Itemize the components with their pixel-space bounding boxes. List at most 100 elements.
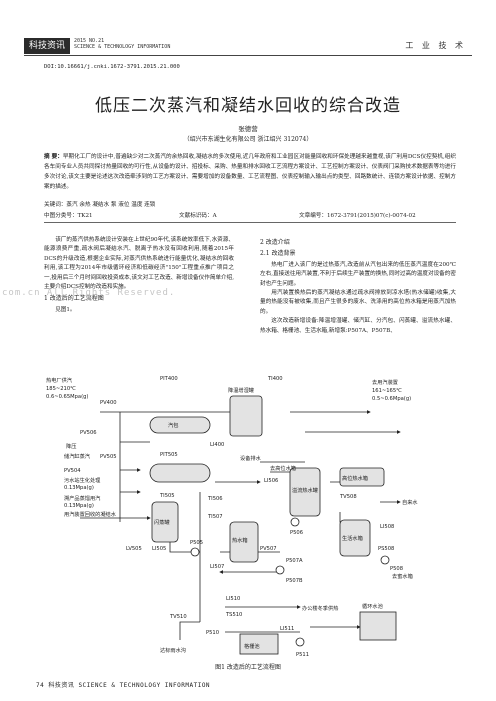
- pump-p505-icon: [190, 547, 200, 557]
- life-tank: [339, 519, 371, 557]
- article-number: 文章编号：1672-3791(2015)07(c)-0074-02: [299, 213, 416, 219]
- label-li400: LI400: [210, 442, 224, 448]
- label-circ: 循环水池: [362, 602, 383, 610]
- label-hot-water-tank: 热水箱: [232, 536, 248, 544]
- keywords-label: 关键词：: [44, 202, 67, 208]
- label-crud-p: 0.13Mpa(g): [64, 503, 94, 509]
- label-gas-cyl: 储汽缸蒸汽: [64, 452, 91, 460]
- section-title: 工 业 技 术: [405, 41, 466, 50]
- paper-title: 低压二次蒸汽和凝结水回收的综合改造: [95, 96, 401, 116]
- label-lv505: LV505: [126, 546, 142, 552]
- left-paragraph-2: 见图1。: [55, 306, 76, 313]
- issue-info: 2015 NO.21 SCIENCE & TECHNOLOGY INFORMAT…: [74, 38, 170, 50]
- gas-cylinder: [149, 463, 211, 483]
- label-p505: P505: [190, 540, 203, 546]
- label-pv504: PV504: [64, 468, 81, 474]
- abstract-divider: [44, 222, 456, 223]
- label-tv508: TV508: [339, 494, 357, 500]
- right-paragraph-1: 热电厂进入该厂的是过热蒸汽,改造前从汽包出来的低压蒸汽温度在200℃左右,直接送…: [260, 261, 456, 287]
- label-tv510: TV510: [169, 614, 187, 620]
- label-ti400: TI400: [267, 376, 283, 382]
- right-paragraph-3: 这次改造新增设备:降温增湿罐、储汽缸、分汽包、闪蒸罐、溢流热水罐、热水箱、格栅池…: [260, 318, 456, 334]
- label-life-tank: 生活水箱: [342, 534, 363, 542]
- clc-number: 中图分类号：TK21: [44, 213, 93, 219]
- label-user-cond: 用汽装置回收的凝结水: [64, 510, 117, 518]
- document-code: 文献标识码：A: [179, 213, 217, 219]
- label-p508: P508: [390, 566, 403, 572]
- abstract-label: 摘 要：: [44, 154, 63, 160]
- label-hot-tank: 高位热水箱: [342, 474, 368, 482]
- label-pv506: PV506: [80, 430, 97, 436]
- label-p507b: P507B: [286, 578, 303, 584]
- body-right-column: 2 改造介绍 2.1 改造背景 热电厂进入该厂的是过热蒸汽,改造前从汽包出来的低…: [260, 236, 456, 336]
- label-ti507: TI507: [207, 514, 223, 520]
- body-left-column: 该厂的蒸汽供热系统设计安装在上世纪90年代,该系统效率低下,水资源、能源浪费严重…: [44, 236, 234, 315]
- label-li510: LI510: [226, 596, 240, 602]
- label-overflow: 溢流热水罐: [292, 486, 318, 494]
- label-li506: LI506: [264, 478, 278, 484]
- label-pit505: PIT505: [160, 452, 178, 458]
- hot-water-tank: [229, 521, 259, 563]
- label-ti506: TI506: [207, 496, 223, 502]
- right-paragraph-2: 用汽装置换热后的蒸汽凝结水通过疏水阀排放到凉水塔(热水储罐)收集,大量的热能没有…: [260, 290, 456, 315]
- label-p507a: P507A: [286, 558, 303, 564]
- label-pv400: PV400: [100, 400, 117, 406]
- label-ts510: TS510: [225, 612, 242, 618]
- figure-caption: 图1 改造后的工艺流程图: [215, 664, 281, 671]
- section-heading-2-1: 2.1 改造背景: [260, 250, 296, 258]
- author: 张德营: [238, 125, 258, 133]
- pump-p508-icon: [380, 555, 390, 565]
- doi: DOI:10.16661/j.cnki.1672-3791.2015.21.00…: [44, 64, 180, 70]
- pump-p507-icon: [275, 565, 285, 575]
- overflow-tank: [289, 467, 321, 517]
- label-crud: 溯产品蒸馏用汽: [64, 494, 101, 502]
- label-li511: LI511: [280, 626, 294, 632]
- label-self-water: 自来水: [402, 498, 418, 506]
- pump-p511-icon: [295, 637, 305, 647]
- steam-drum: [149, 416, 211, 434]
- left-paragraph-1: 该厂的蒸汽供热系统设计安装在上世纪90年代,该系统效率低下,水资源、能源浪费严重…: [44, 237, 234, 291]
- label-steam-in: 热电厂供汽: [46, 376, 73, 384]
- label-desuper: 降压: [66, 442, 76, 450]
- keywords: 关键词：蒸汽 余热 凝结水 泵 液位 温度 连锁: [44, 200, 155, 208]
- label-sewage-p: 0.13Mpa(g): [64, 485, 94, 491]
- watermark: com.cn All Rights Reserved.: [2, 288, 176, 298]
- label-to-ps: 去蜜水箱: [392, 572, 413, 580]
- issue-number: 2015 NO.21: [74, 38, 105, 44]
- label-steam-spec1: 185~210℃: [46, 386, 76, 392]
- label-to-user-spec2: 0.5~0.6Mpa(g): [372, 396, 411, 402]
- affiliation: （绍兴市东湖生化有限公司 浙江绍兴 312074）: [183, 136, 313, 143]
- label-grid: 格栅池: [244, 642, 260, 650]
- process-flow-diagram: 热电厂供汽 185~210℃ 0.6~0.65Mpa(g) PV400 PIT4…: [46, 376, 418, 658]
- label-steam-spec2: 0.6~0.65Mpa(g): [46, 394, 88, 400]
- label-ps508: PS508: [378, 546, 394, 552]
- label-pump-machine: 办公楼冬季供热: [302, 604, 339, 612]
- label-ti505: TI505: [159, 493, 175, 499]
- grid-pool: [239, 633, 279, 655]
- mix-tank: [229, 395, 263, 437]
- label-li505: LI505: [152, 546, 166, 552]
- section-heading-2: 2 改造介绍: [260, 239, 290, 246]
- label-flash: 闪蒸罐: [154, 518, 170, 526]
- abstract-text: 早期化工厂的设计中,普遍缺少对二次蒸汽的余热回收,凝结水的多次使用,近几年政府和…: [44, 154, 456, 190]
- section-heading-1: 1 改造后的工艺流程图: [44, 295, 104, 303]
- pump-p506-icon: [290, 517, 300, 527]
- abstract: 摘 要：早期化工厂的设计中,普遍缺少对二次蒸汽的余热回收,凝结水的多次使用,近几…: [44, 152, 456, 192]
- label-p511: P511: [296, 652, 309, 658]
- label-li507: LI507: [210, 564, 224, 570]
- label-steam-drum: 汽包: [168, 421, 178, 429]
- label-to-user: 去用汽装置: [372, 378, 398, 386]
- label-to-user-spec1: 161~165℃: [372, 388, 402, 394]
- label-sewage: 污水站生化处理: [64, 476, 101, 484]
- label-li508: LI508: [380, 524, 394, 530]
- label-pit400: PIT400: [160, 376, 178, 382]
- header-divider: [24, 55, 472, 56]
- label-to-cool: 达标雨水沟: [160, 646, 186, 654]
- label-pv507: PV507: [260, 546, 277, 552]
- label-to-hot-tank: 去高位水箱: [270, 464, 296, 472]
- flash-tank: [151, 501, 179, 543]
- label-p510: P510: [206, 630, 219, 636]
- journal-name-en: SCIENCE & TECHNOLOGY INFORMATION: [74, 44, 171, 50]
- keywords-text: 蒸汽 余热 凝结水 泵 液位 温度 连锁: [66, 202, 156, 208]
- label-mix-tank: 降温增湿罐: [228, 386, 254, 394]
